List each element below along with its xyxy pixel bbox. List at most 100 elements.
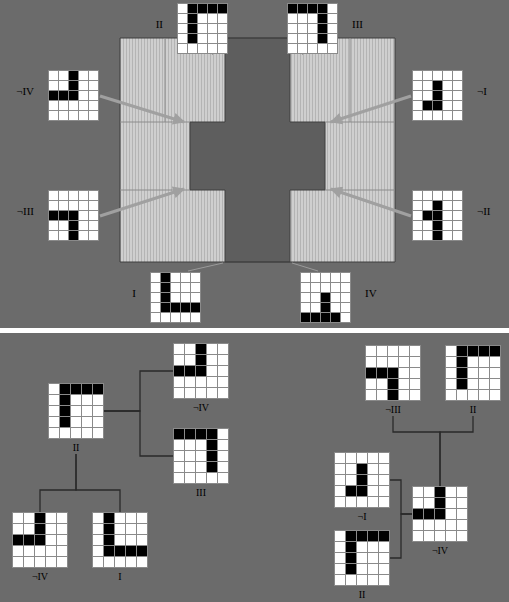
grid-cell <box>82 406 92 416</box>
grid-cell <box>335 464 345 474</box>
grid-cell <box>413 231 422 240</box>
grid-cell <box>35 557 45 567</box>
grid-cell <box>69 81 78 90</box>
grid-cell <box>328 44 337 53</box>
cell-grid <box>150 272 201 323</box>
grid-cell <box>357 564 367 574</box>
grid-cell <box>185 440 195 450</box>
grid-cell <box>49 211 58 220</box>
grid-cell <box>399 368 409 378</box>
grid-cell <box>379 553 389 563</box>
grid-cell <box>207 366 217 376</box>
grid-cell <box>435 509 445 519</box>
grid-cell <box>379 453 389 463</box>
grid-label: ¬I <box>477 85 487 97</box>
grid-cell <box>379 542 389 552</box>
grid-cell <box>423 191 432 200</box>
grid-cell <box>71 395 81 405</box>
grid-cell <box>424 531 434 541</box>
grid-cell <box>82 428 92 438</box>
grid-cell <box>24 524 34 534</box>
grid-cell <box>93 513 103 523</box>
grid-cell <box>321 273 330 282</box>
grid-cell <box>468 346 478 356</box>
right-block <box>290 38 395 262</box>
grid-label: ¬II <box>477 205 491 217</box>
grid-node: II <box>334 530 390 600</box>
grid-cell <box>443 111 452 120</box>
grid-cell <box>49 81 58 90</box>
grid-cell <box>57 524 67 534</box>
grid-cell <box>357 575 367 585</box>
grid-cell <box>479 357 489 367</box>
grid-cell <box>49 395 59 405</box>
grid-cell <box>79 201 88 210</box>
grid-cell <box>379 486 389 496</box>
grid-cell <box>468 379 478 389</box>
grid-cell <box>446 357 456 367</box>
grid-cell <box>328 14 337 23</box>
grid-cell <box>331 273 340 282</box>
grid-cell <box>433 101 442 110</box>
grid-cell <box>318 4 327 13</box>
grid-cell <box>410 368 420 378</box>
grid-cell <box>346 475 356 485</box>
grid-cell <box>341 313 350 322</box>
grid-label: I <box>132 287 136 299</box>
grid-cell <box>161 303 170 312</box>
pointer-arrow <box>100 189 184 216</box>
grid-cell <box>69 91 78 100</box>
grid-cell <box>171 293 180 302</box>
grid-cell <box>93 557 103 567</box>
grid-cell <box>79 211 88 220</box>
grid-cell <box>331 293 340 302</box>
grid-cell <box>328 34 337 43</box>
grid-cell <box>335 475 345 485</box>
grid-cell <box>308 34 317 43</box>
grid-cell <box>357 553 367 563</box>
grid-cell <box>453 231 462 240</box>
grid-node: II <box>445 345 501 415</box>
grid-cell <box>181 313 190 322</box>
grid-cell <box>151 273 160 282</box>
grid-cell <box>328 24 337 33</box>
grid-cell <box>357 542 367 552</box>
grid-label: ¬IV <box>432 545 448 556</box>
grid-cell <box>126 513 136 523</box>
grid-cell <box>218 440 228 450</box>
grid-cell <box>446 520 456 530</box>
grid-cell <box>443 231 452 240</box>
grid-cell <box>357 497 367 507</box>
grid-cell <box>468 357 478 367</box>
grid-cell <box>308 24 317 33</box>
grid-cell <box>191 313 200 322</box>
grid-cell <box>388 346 398 356</box>
grid-node: ¬I <box>412 70 463 121</box>
grid-cell <box>93 406 103 416</box>
grid-cell <box>93 428 103 438</box>
grid-cell <box>424 498 434 508</box>
grid-cell <box>185 377 195 387</box>
grid-cell <box>446 346 456 356</box>
grid-cell <box>453 191 462 200</box>
grid-cell <box>59 211 68 220</box>
grid-cell <box>341 303 350 312</box>
grid-cell <box>196 440 206 450</box>
grid-cell <box>446 498 456 508</box>
grid-cell <box>479 390 489 400</box>
bottom-panel <box>0 333 509 602</box>
grid-cell <box>218 24 227 33</box>
grid-label: II <box>73 442 80 453</box>
grid-cell <box>301 283 310 292</box>
grid-cell <box>198 24 207 33</box>
grid-cell <box>174 451 184 461</box>
grid-cell <box>174 473 184 483</box>
grid-cell <box>171 283 180 292</box>
grid-cell <box>171 273 180 282</box>
grid-cell <box>79 231 88 240</box>
grid-node: IV <box>300 272 351 323</box>
grid-cell <box>69 111 78 120</box>
grid-cell <box>196 377 206 387</box>
cell-grid <box>173 343 229 399</box>
grid-cell <box>331 283 340 292</box>
